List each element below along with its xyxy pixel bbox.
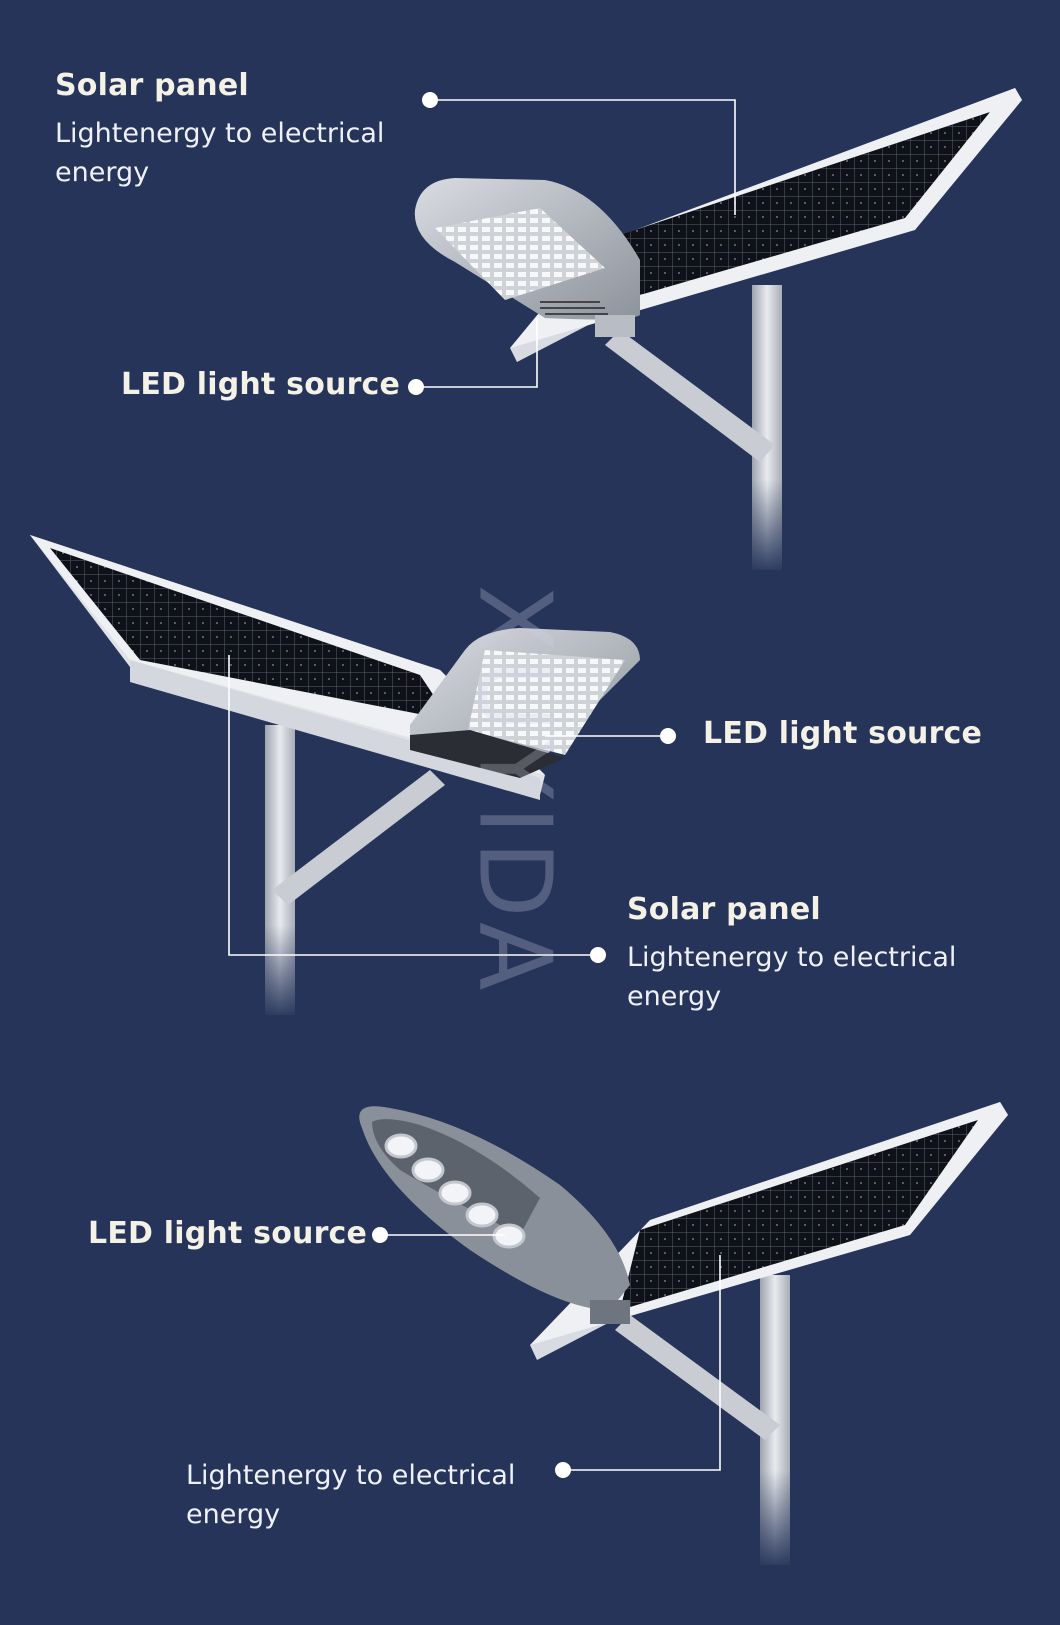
led-light-source-label-3: LED light source	[88, 1216, 368, 1251]
led-module-1	[435, 208, 605, 300]
arm-2	[272, 770, 445, 905]
led-module-2	[468, 650, 625, 755]
callout-dot-led-2	[660, 728, 676, 744]
solar-panel-desc-3b: energy	[186, 1499, 281, 1530]
callouts-1	[416, 99, 736, 388]
callout-line-solar-3	[563, 1255, 721, 1471]
solar-panel-title-1: Solar panel	[55, 68, 249, 103]
callout-line-led-1	[416, 318, 538, 388]
callouts-3	[380, 1234, 721, 1471]
callout-dot-solar-3	[555, 1462, 571, 1478]
brand-watermark: XUYIDA	[457, 555, 574, 1025]
solar-panel-desc-2b: energy	[627, 981, 722, 1012]
solar-panel-3-cells	[620, 1120, 978, 1310]
streetlight-2	[30, 535, 640, 1020]
callout-dot-led-1	[408, 379, 424, 395]
led-light-source-label-2: LED light source	[703, 716, 983, 751]
solar-panel-desc-1a: Lightenergy to electrical	[55, 118, 385, 149]
solar-panel-1-cells	[620, 112, 990, 295]
callout-line-solar-1	[430, 99, 736, 215]
solar-panel-2-cells	[50, 548, 450, 720]
streetlight-1	[414, 88, 1022, 575]
solar-panel-title-2: Solar panel	[627, 892, 821, 927]
solar-panel-2-frame	[130, 660, 540, 800]
callout-dot-led-3	[372, 1227, 388, 1243]
arm-3	[615, 1315, 780, 1440]
solar-panel-desc-1b: energy	[55, 157, 150, 188]
solar-panel-desc-2a: Lightenergy to electrical	[627, 942, 957, 973]
watermark-text: XUYIDA	[456, 584, 574, 996]
callout-line-solar-2	[228, 655, 598, 956]
callout-dot-solar-2	[590, 947, 606, 963]
led-light-source-label-1: LED light source	[121, 367, 401, 402]
callouts-2	[228, 655, 668, 956]
streetlight-3	[359, 1102, 1008, 1570]
led-lenses-3	[384, 1133, 526, 1249]
solar-panel-desc-3a: Lightenergy to electrical	[186, 1460, 516, 1491]
callout-dot-solar-1	[422, 92, 438, 108]
arm-1	[605, 330, 775, 462]
